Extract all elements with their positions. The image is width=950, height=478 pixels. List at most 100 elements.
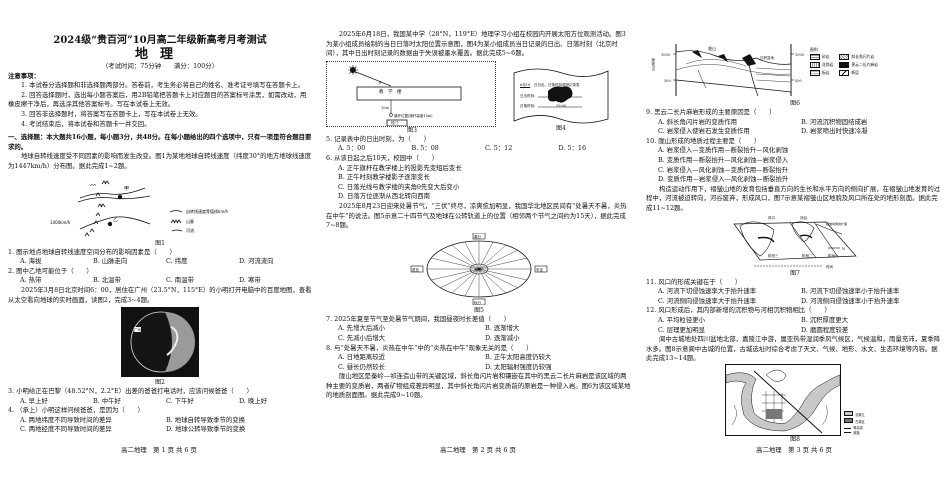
amphibolite-swatch-icon xyxy=(839,54,850,60)
option: A. 两地纬度不同导致时间的差异 xyxy=(20,415,112,424)
stage-1-label: 阶段一 xyxy=(828,253,839,258)
figure-8-caption: 图8 xyxy=(790,435,800,443)
question-10-options: A. 岩浆侵入—变质作用—断裂抬升—风化剥蚀 B. 变质作用—断裂抬升—风化剥蚀… xyxy=(646,146,944,184)
figure-4-record-sheet: 6月18 日日出、日落时刻观测记录表 日出时刻： 日落时刻： 19:00 xyxy=(512,65,610,125)
option: D. 太阳辐射强度仍较强 xyxy=(485,362,552,371)
figure-4-wrapper: 6月18 日日出、日落时刻观测记录表 日出时刻： 日落时刻： 19:00 图4 xyxy=(506,61,616,135)
fold-expansion-label: 褶皱向侧向扩展 xyxy=(826,221,848,226)
option: D. 磨圆程度较差 xyxy=(801,325,849,334)
figure-1-caption: 图1 xyxy=(155,239,165,247)
question-2-options: A. 热带 B. 北温带 C. 南温带 D. 寒带 xyxy=(8,276,312,286)
stage-3-label: 阶段三 xyxy=(768,253,779,258)
question-8: 8. 与“处暑天不暑，炎热在中午”中的“炎热在中午”现象无关的是（ ） xyxy=(326,343,533,352)
legend-mountain: 山脉 xyxy=(186,218,194,224)
question-5: 5. 记录表中的日出时刻，为（ ） xyxy=(326,134,430,143)
intro-q3-4: 2025年3月8日北京时间6：00，居住在广州（23.5°N，115°E）的小明… xyxy=(8,285,312,304)
figure-3-wrapper: 教 学 楼 θ 10m 旗杆位置(旗杆高度15m) 校门 图3 xyxy=(326,60,498,135)
sun-center-label: 太阳 xyxy=(474,267,481,272)
city-map-graphic xyxy=(725,369,841,434)
record-sheet-graphic xyxy=(513,68,609,124)
option: C. 先减小后增大 xyxy=(338,333,386,342)
question-7-options: A. 先增大后减小 B. 逐渐增大 C. 先减小后增大 D. 逐渐减小 xyxy=(326,324,632,343)
isoline-value: 1400km/h xyxy=(50,220,71,225)
option: D. 5：16 xyxy=(558,144,587,153)
label-jia: 甲 xyxy=(124,186,129,192)
option: C. 纬度 xyxy=(166,257,188,266)
option: B. 山脉走向 xyxy=(93,257,128,266)
term-spring-equinox: 春分 xyxy=(474,234,481,239)
fault-swatch-icon xyxy=(839,70,850,76)
option: B. 河流下切侵蚀速率小于抬升速率 xyxy=(801,287,900,296)
figure-8-legend: 嘉陵江 古城区 等高线 道路 xyxy=(844,410,865,436)
figure-5-caption: 图5 xyxy=(474,306,484,314)
gneiss-swatch-icon xyxy=(839,62,850,68)
question-11-options: A. 河流下切侵蚀速率大于抬升速率 B. 河流下切侵蚀速率小于抬升速率 C. 河… xyxy=(646,287,944,306)
option: D. 地球公转导致季节的变换 xyxy=(166,425,246,434)
sun-diagram xyxy=(348,64,462,127)
legend-item: 黑云二长片麻岩 xyxy=(839,61,878,68)
intro-q11-12: 构造运动作用下，褶皱山地的发育包括垂直方向的生长和水平方向的侧向扩展，在褶皱山地… xyxy=(646,184,941,212)
page-footer: 高二地理 第 3 页 共 6 页 xyxy=(756,446,832,455)
valley-label: 河谷 xyxy=(800,215,807,220)
term-autumn-equinox: 秋分 xyxy=(474,300,481,305)
legend-item: 斜长角闪片岩 xyxy=(839,53,878,60)
option: D. 岩浆喷出时快速冷凝 xyxy=(801,127,868,136)
option: A. 河流下切侵蚀速率大于抬升速率 xyxy=(658,287,757,296)
legend-item: 砂岩 xyxy=(810,53,833,60)
river-swatch-icon xyxy=(844,410,854,416)
mountain-label: 陇山 xyxy=(708,46,716,51)
option: D. 日落方位逐渐从西北转向西南 xyxy=(338,192,431,201)
figure-6-legend: 图例 砂岩 斜长角闪片岩 花岗岩 黑云二长片麻岩 板岩 断层 xyxy=(810,46,878,76)
option: A. 热带 xyxy=(20,276,42,285)
option: C. 河流侧向侵蚀速率大于抬升速率 xyxy=(658,296,757,305)
tick-500-left: 500 xyxy=(664,79,671,83)
legend-isoline: 自转线速度等值线km/h xyxy=(186,208,229,214)
question-1-options: A. 海拔 B. 山脉走向 C. 纬度 D. 河流流向 xyxy=(8,257,312,267)
question-1: 1. 图示地点地球自转线速度空间分布的影响因素是（ ） xyxy=(8,247,176,256)
option: D. 河流流向 xyxy=(239,257,274,266)
wind-gap-graphic xyxy=(733,220,857,266)
distance-label: 10m xyxy=(381,105,389,110)
question-3-options: A. 早上好 B. 中午好 C. 下午好 D. 晚上好 xyxy=(8,397,312,407)
legend-item: 等高线 xyxy=(844,425,865,431)
figure-3-caption: 图3 xyxy=(407,126,417,134)
section-graphic xyxy=(673,44,794,97)
option: B. 北温带 xyxy=(93,276,121,285)
option: A. 日地距离较近 xyxy=(338,353,386,362)
option: C. 岩浆侵入—风化剥蚀—变质作用—断裂抬升 xyxy=(658,165,789,174)
option: A. 岩浆侵入—变质作用—断裂抬升—风化剥蚀 xyxy=(658,146,789,155)
option: A. 早上好 xyxy=(20,396,48,405)
exam-page-3: 海拔(m) 1000 500 1000 500 陇山 沉积盆地 图例 砂岩 斜长… xyxy=(638,0,950,478)
tick-1000-right: 1000 xyxy=(795,53,804,57)
figure-3-sun-position: 教 学 楼 θ 10m 旗杆位置(旗杆高度15m) 校门 xyxy=(326,60,496,127)
term-winter-solstice: 冬至 xyxy=(536,267,543,272)
sandstone-swatch-icon xyxy=(810,54,820,60)
angle-label: θ xyxy=(379,79,382,85)
legend-item: 嘉陵江 xyxy=(844,410,865,418)
flagpole-label: 旗杆位置(旗杆高度15m) xyxy=(394,113,433,118)
question-6-options: A. 正午旗杆在教学楼上的投影先变短后变长 B. 正午时刻教学楼影子逐渐变长 C… xyxy=(326,164,632,202)
legend-item: 断层 xyxy=(839,69,878,76)
time-axis-label: 时间 xyxy=(826,264,833,269)
north-arrow-label: N xyxy=(842,246,846,251)
option: C. 昼长仍然较长 xyxy=(338,362,386,371)
stage-2-label: 阶段二 xyxy=(802,253,813,258)
figure-8-wrapper: 嘉陵江 古城区 等高线 道路 xyxy=(646,363,944,436)
option: B. 变质作用—断裂抬升—风化剥蚀—岩浆侵入 xyxy=(658,155,789,164)
option: A. 5：00 xyxy=(338,144,366,153)
sunset-label: 日落时刻： xyxy=(520,103,538,108)
figure-6-wrapper: 海拔(m) 1000 500 1000 500 陇山 沉积盆地 图例 砂岩 斜长… xyxy=(646,40,944,100)
option: A. 先增大后减小 xyxy=(338,324,386,333)
option: B. 正午太阳高度仍较大 xyxy=(485,353,552,362)
option: D. 河流侧向侵蚀速率小于抬升速率 xyxy=(801,296,900,305)
intro-q1-2: 地球自转线速度受不同因素的影响而发生改变。图1为某地地球自转线速度（纬度30°的… xyxy=(8,152,312,170)
question-12: 12. 风口形成后，其内部新增的沉积物与河相沉积物相比（ ） xyxy=(646,306,831,315)
intro-q13-14: 阆中古城地处四川盆地北部，嘉陵江中游，属亚热带湿润季风气候区，气候温和，雨量充沛… xyxy=(646,335,941,363)
figure-4-caption: 图4 xyxy=(556,124,566,132)
figure-7-wind-gap-diagram: 风口 河谷 褶皱向侧向扩展 阶段三 阶段二 阶段一 N 时间 xyxy=(730,215,860,269)
option: C. 南温带 xyxy=(166,276,194,285)
exam-meta: （考试时间：75分钟 满分：100分） xyxy=(101,62,219,70)
intro-q5-6: 2025年6月18日，我国某中学（28°N，119°E）地理学习小组在校园内开展… xyxy=(326,30,626,58)
granite-swatch-icon xyxy=(810,62,820,68)
option: C. 日落光线与教学楼的夹角θ先变大后变小 xyxy=(338,182,460,191)
